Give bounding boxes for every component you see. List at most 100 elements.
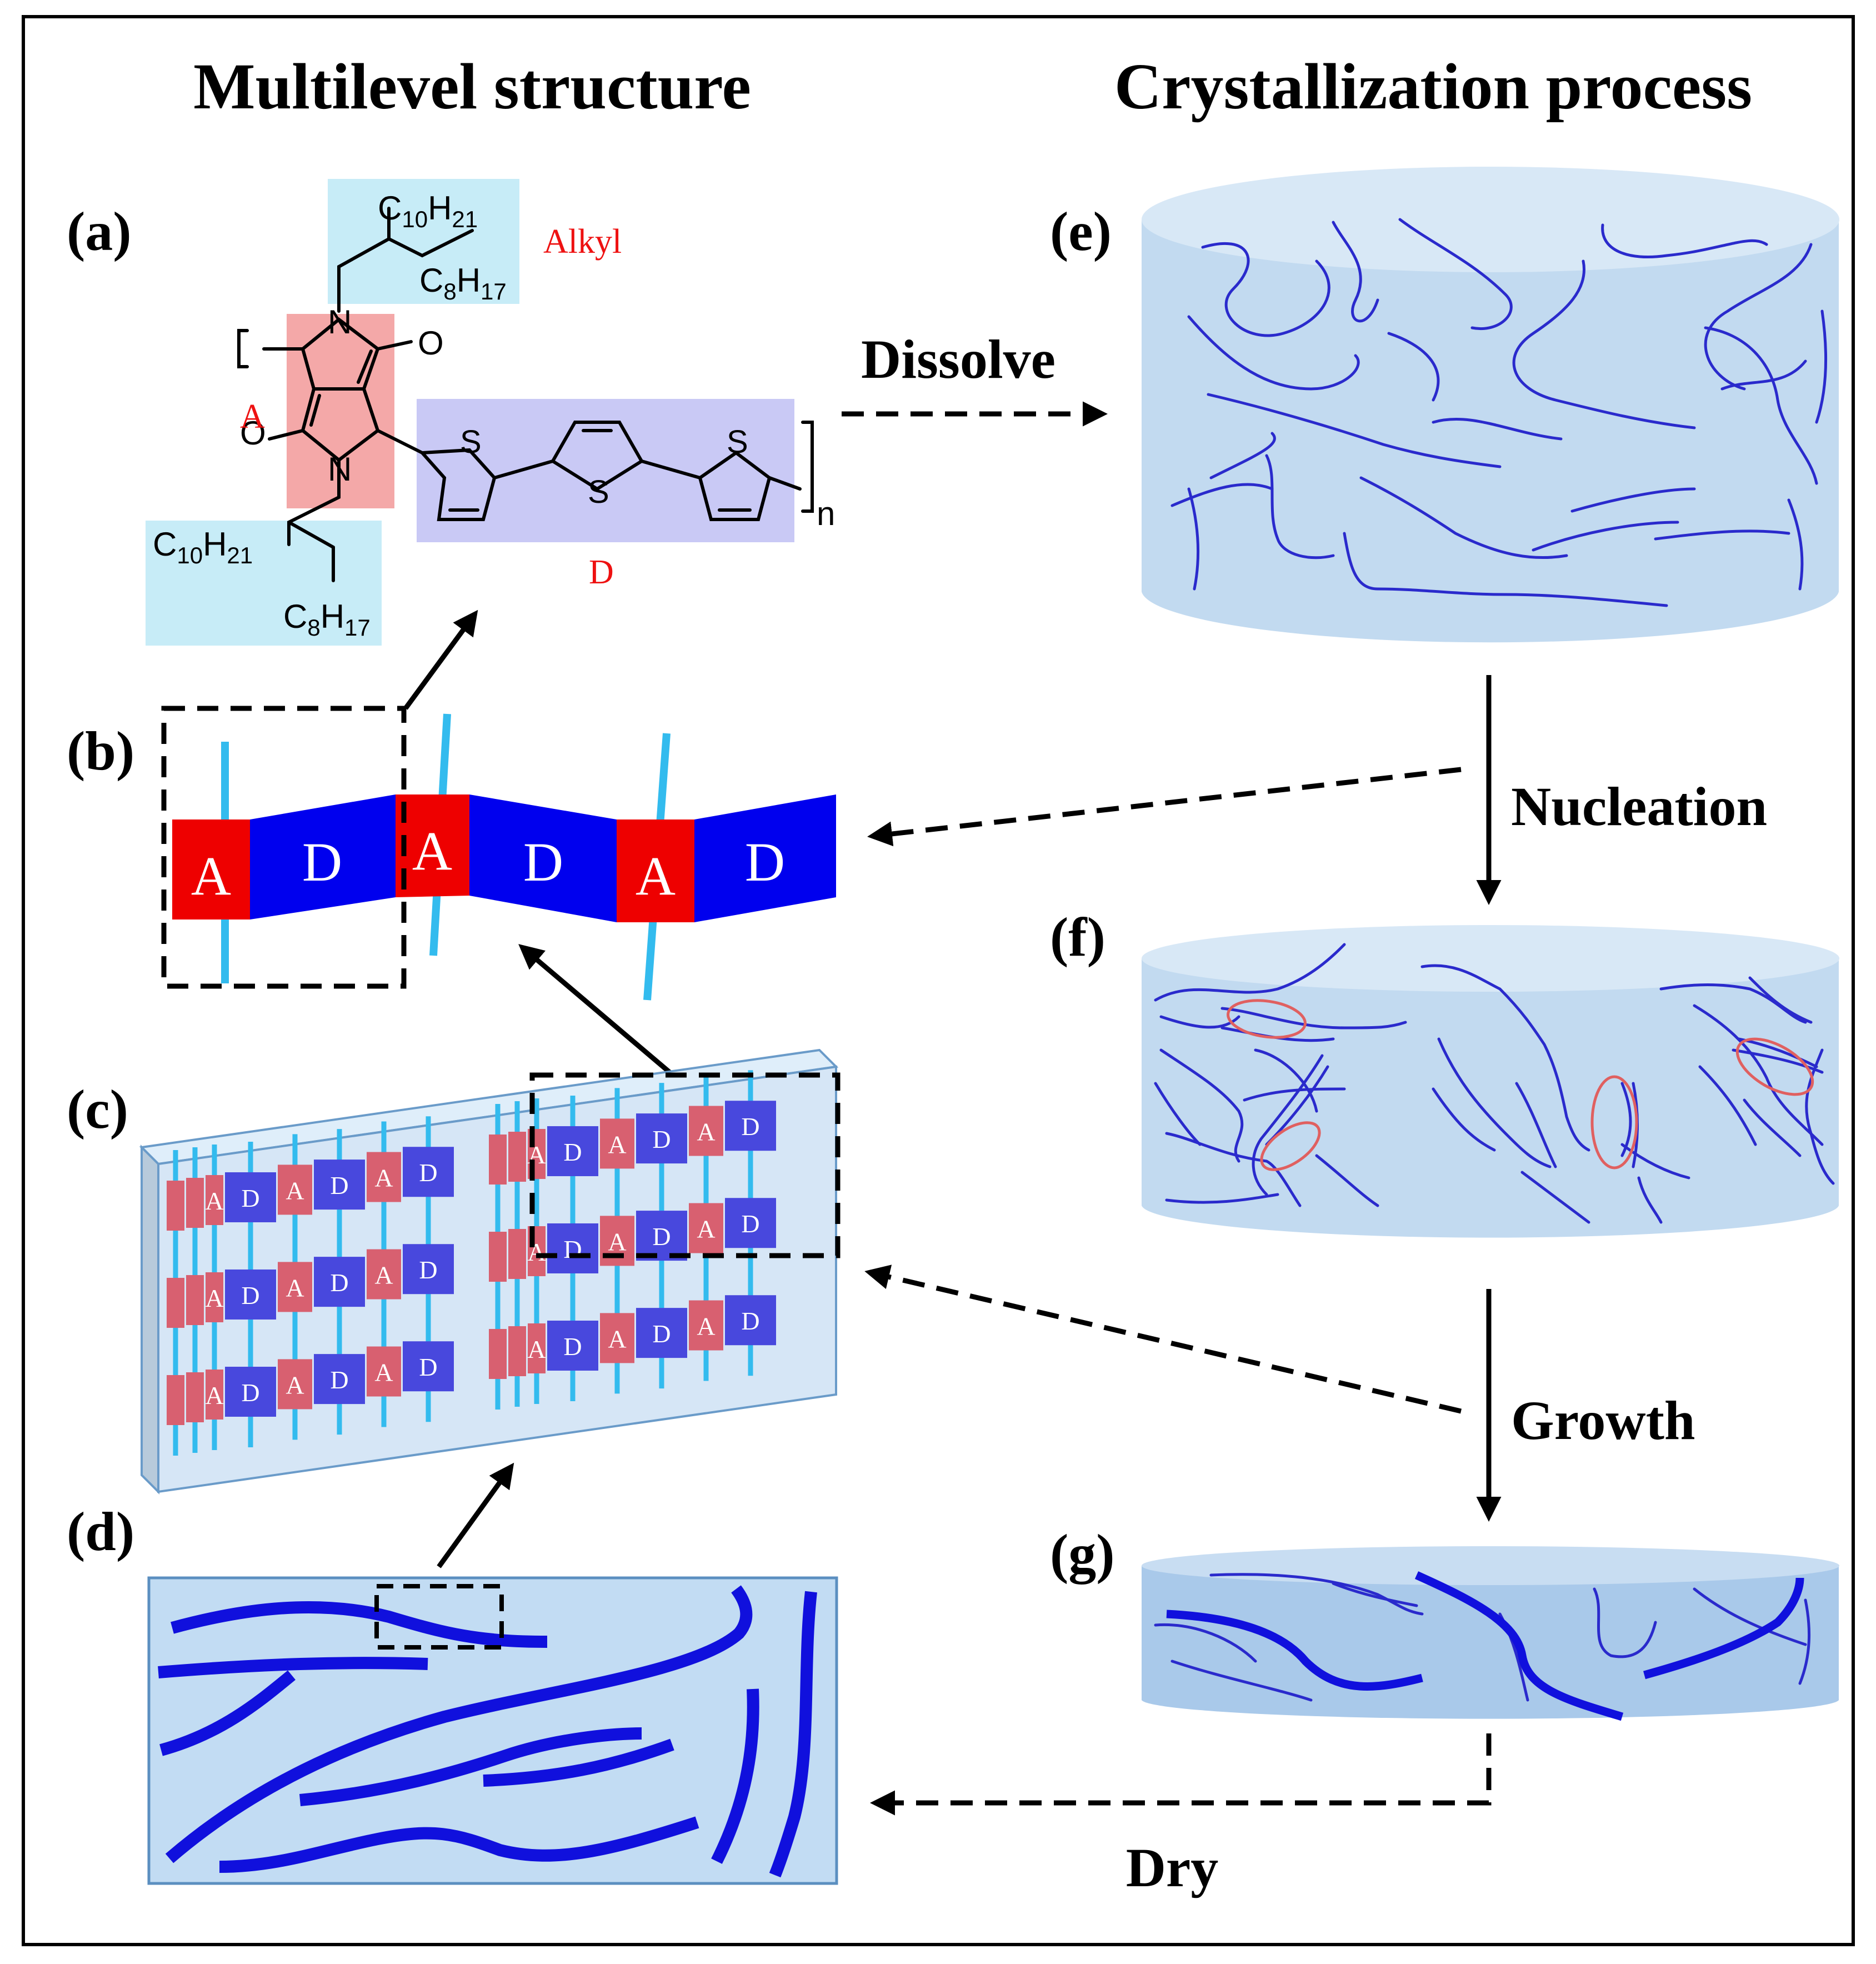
acceptor-label: A (240, 398, 265, 436)
crystal-donor-unit (225, 1269, 276, 1320)
crystal-donor-unit (403, 1147, 454, 1197)
film-chain-8 (711, 1688, 759, 1864)
repeat-n: n (817, 495, 835, 532)
crystal-acceptor-letter: A (608, 1227, 626, 1256)
label-dry: Dry (1126, 1837, 1219, 1898)
crystal-acceptor-unit (278, 1359, 312, 1410)
film-chain-7 (483, 1738, 674, 1787)
crystal-acceptor-letter: A (286, 1176, 304, 1205)
solution-cylinder-e (1142, 167, 1839, 643)
film-chain-9 (769, 1591, 817, 1878)
formula-bottom-c10h21: C10H21 (153, 526, 253, 568)
crystal-donor-letter: D (241, 1184, 259, 1212)
crystal-acceptor-letter: A (286, 1371, 304, 1399)
crystal-acceptor-unit (689, 1203, 723, 1253)
crystal-donor-letter: D (652, 1320, 671, 1348)
film-box (147, 1576, 838, 1885)
panel-label-f: (f) (1050, 906, 1105, 968)
nucleus-ring-2 (1260, 1121, 1321, 1171)
crystal-acceptor-unit (206, 1272, 223, 1322)
panel-label-d: (d) (67, 1501, 134, 1562)
crystal-donor-letter: D (652, 1125, 671, 1153)
arrow-growth-to-c (864, 1265, 1462, 1414)
crystal-acceptor-unit (367, 1346, 401, 1397)
crystal-donor-letter: D (563, 1332, 582, 1361)
crystal-acceptor-unit (367, 1152, 401, 1202)
crystal-acceptor-letter: A (697, 1118, 715, 1146)
film-chain-1 (171, 1601, 548, 1648)
crystal-acceptor-letter: A (374, 1164, 393, 1192)
chain-letter-a3: A (636, 845, 676, 907)
film-chain-4 (165, 1585, 753, 1863)
atom-s-1: S (460, 424, 482, 460)
crystal-acceptor-unit (489, 1232, 507, 1282)
crystal-acceptor-unit (186, 1275, 204, 1325)
crystal-acceptor-unit (689, 1106, 723, 1156)
crystal-donor-unit (636, 1308, 687, 1358)
crystal-acceptor-letter: A (608, 1325, 626, 1353)
formula-top-c10h21: C10H21 (378, 189, 478, 232)
solution-cylinder-g (1142, 1546, 1839, 1721)
crystal-donor-unit (314, 1160, 365, 1210)
crystal-donor-letter: D (741, 1210, 759, 1238)
crystal-donor-unit (725, 1101, 776, 1151)
label-nucleation: Nucleation (1511, 776, 1767, 837)
chain-letter-a2: A (412, 820, 452, 882)
crystal-acceptor-unit (278, 1165, 312, 1215)
crystal-donor-letter: D (419, 1256, 437, 1284)
crystal-acceptor-letter: A (608, 1130, 626, 1158)
crystal-donor-letter: D (241, 1378, 259, 1407)
crystal-donor-unit (547, 1320, 598, 1371)
label-dissolve: Dissolve (861, 328, 1055, 390)
crystal-donor-letter: D (330, 1366, 348, 1394)
atom-o-left: O (240, 414, 266, 452)
chain-letter-d2: D (523, 831, 563, 893)
crystal-donor-letter: D (741, 1307, 759, 1335)
crystal-donor-unit (636, 1211, 687, 1261)
nucleus-ring-3 (1590, 1075, 1638, 1170)
nucleus-ring-1 (1227, 999, 1307, 1039)
panel-label-c: (c) (67, 1078, 128, 1140)
nucleus-ring-4 (1735, 1037, 1814, 1096)
atom-s-2: S (588, 474, 609, 510)
arrow-dry (870, 1733, 1492, 1816)
crystal-acceptor-unit (206, 1369, 223, 1420)
panel-label-a: (a) (67, 201, 132, 262)
formula-bottom-c8h17: C8H17 (283, 598, 371, 641)
crystal-acceptor-letter: A (205, 1284, 223, 1312)
figure-border (22, 15, 1855, 1946)
crystal-donor-unit (725, 1295, 776, 1346)
crystal-acceptor-letter: A (286, 1273, 304, 1302)
atom-o-right: O (418, 324, 444, 362)
ad-chain: A D A D A D (172, 713, 836, 1001)
crystal-acceptor-unit (508, 1326, 526, 1376)
chain-block-a1 (172, 819, 250, 919)
crystal-acceptor-unit (186, 1177, 204, 1228)
dried-film (147, 1576, 838, 1885)
selection-box-c (529, 1072, 841, 1258)
arrow-d-to-c (437, 1462, 514, 1568)
crystal-donor-unit (547, 1223, 598, 1273)
crystal-acceptor-letter: A (205, 1381, 223, 1410)
left-heading: Multilevel structure (193, 50, 751, 123)
crystal-acceptor-unit (367, 1249, 401, 1300)
crystal-donor-unit (403, 1244, 454, 1295)
crystal-acceptor-letter: A (374, 1358, 393, 1387)
crystal-acceptor-unit (508, 1131, 526, 1182)
chain-block-a3 (617, 819, 694, 922)
crystal-acceptor-unit (689, 1300, 723, 1351)
atom-n-bottom: N (328, 451, 352, 488)
crystal-donor-letter: D (241, 1281, 259, 1310)
atom-s-3: S (727, 424, 748, 460)
crystal-donor-unit (636, 1113, 687, 1164)
molecule-structure: N N O O S S S n C10H21 C8H17 C10H21 C8H1… (146, 179, 835, 646)
panel-label-b: (b) (67, 720, 134, 782)
crystal-donor-letter: D (563, 1138, 582, 1166)
chain-block-d2 (469, 794, 617, 922)
arrow-b-to-a (403, 609, 478, 710)
crystal-acceptor-unit (167, 1181, 184, 1231)
crystal-donor-letter: D (330, 1171, 348, 1200)
